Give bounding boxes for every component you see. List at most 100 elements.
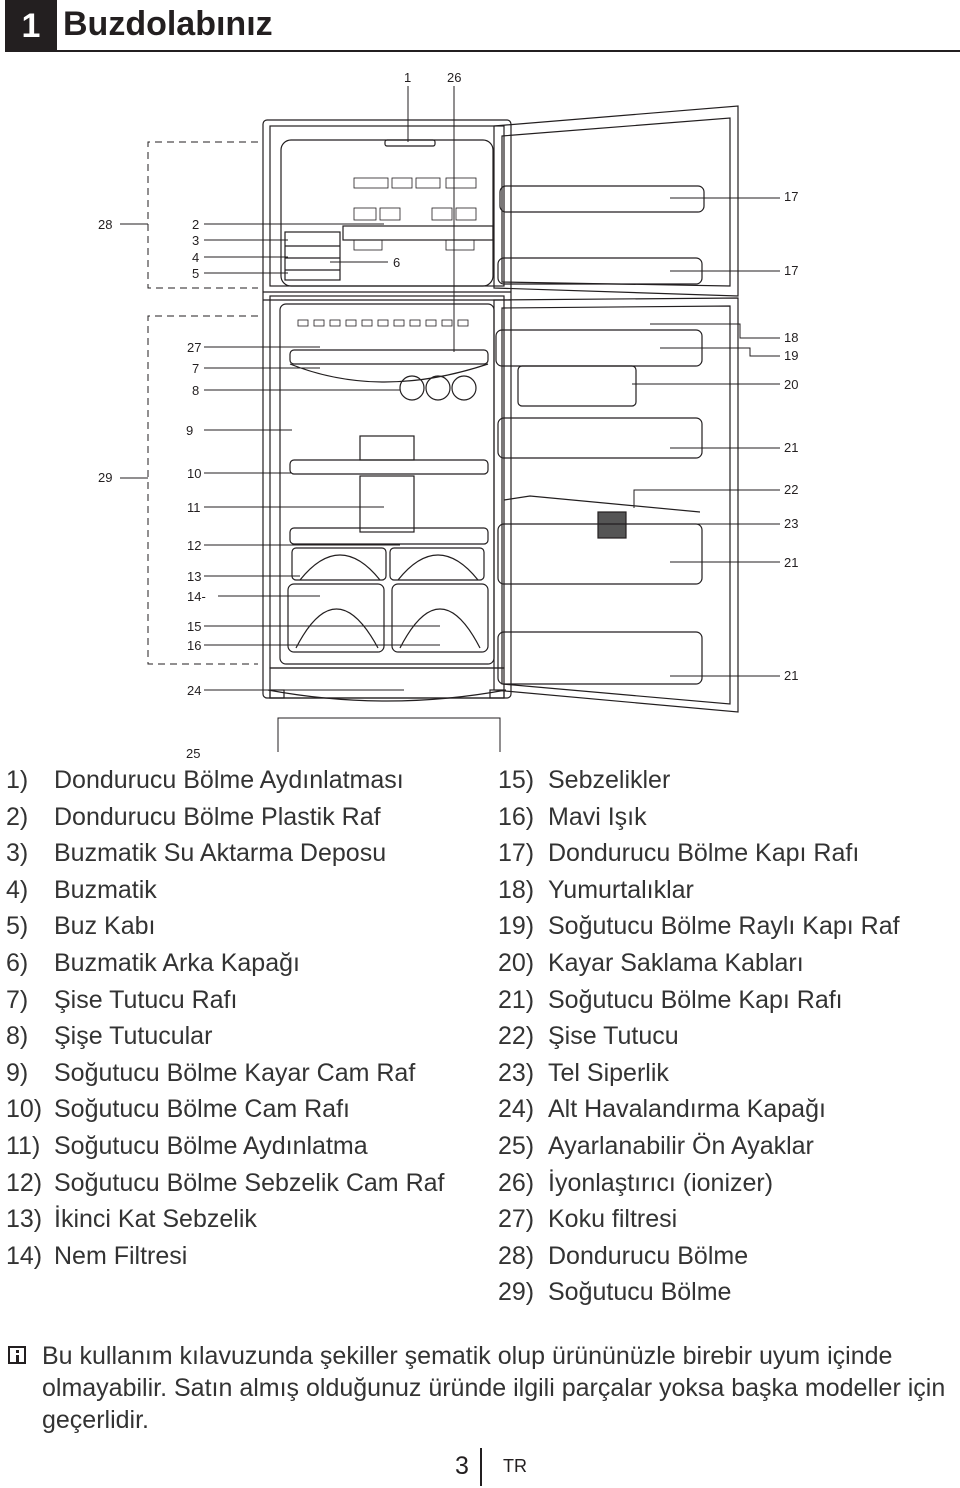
legend-text: Şise Tutucu Rafı (54, 985, 238, 1014)
refrigerator-diagram: 1 26 28 2 3 4 5 6 17 17 27 7 8 9 29 10 1… (98, 70, 798, 760)
legend-number: 6) (6, 948, 29, 977)
note-text: Bu kullanım kılavuzunda şekiller şematik… (42, 1342, 946, 1434)
callout-13: 13 (187, 569, 201, 584)
legend-number: 17) (498, 839, 535, 868)
legend-item: 11)Soğutucu Bölme Aydınlatma (6, 1128, 476, 1165)
callout-9: 9 (186, 423, 193, 438)
callout-29: 29 (98, 470, 112, 485)
legend-item: 16) Mavi Işık (498, 799, 958, 836)
legend-item: 25) Ayarlanabilir Ön Ayaklar (498, 1128, 958, 1165)
legend-text: Sebzelikler (548, 766, 671, 794)
legend-item: 24)Alt Havalandırma Kapağı (498, 1091, 958, 1128)
freezer-light (384, 139, 436, 147)
legend-item: 29) Soğutucu Bölme (498, 1274, 958, 1311)
freezer-door (493, 105, 739, 297)
legend-number: 29) (498, 1278, 535, 1307)
glass-shelf (289, 459, 489, 475)
legend-text: Buzmatik Arka Kapağı (54, 948, 300, 977)
language-code: TR (503, 1456, 527, 1476)
callout-28: 28 (98, 217, 112, 232)
legend-text: Buzmatik Su Aktarma Deposu (54, 839, 387, 868)
callout-17-top: 17 (784, 189, 798, 204)
cabinet-outline (262, 119, 512, 699)
legend-item: 15) Sebzelikler (498, 762, 958, 799)
callout-27: 27 (187, 340, 201, 355)
chapter-number: 1 (5, 0, 57, 52)
legend-number: 22) (498, 1022, 535, 1051)
legend-number: 26) (498, 1168, 535, 1197)
callout-17-bottom: 17 (784, 263, 798, 278)
legend-number: 10) (6, 1095, 43, 1124)
legend-item: 13) İkinci Kat Sebzelik (6, 1201, 476, 1238)
legend-text: Tel Siperlik (548, 1058, 669, 1087)
legend-text: Şise Tutucu (548, 1022, 679, 1051)
callout-12: 12 (187, 538, 201, 553)
second-crisper (291, 547, 387, 581)
callout-3: 3 (192, 233, 199, 248)
legend-number: 12) (6, 1168, 43, 1197)
legend-text: Buzmatik (54, 875, 157, 904)
legend-text: Soğutucu Bölme Cam Rafı (54, 1095, 350, 1124)
legend-number: 14) (6, 1241, 43, 1270)
legend-number: 9) (6, 1058, 29, 1087)
legend-number: 20) (498, 948, 535, 977)
legend-item: 8)Şişe Tutucular (6, 1018, 476, 1055)
legend-number: 2) (6, 802, 29, 831)
legend-text: Buz Kabı (54, 912, 156, 941)
legend-text: Soğutucu Bölme Sebzelik Cam Raf (54, 1168, 445, 1197)
legend-item: 21)Soğutucu Bölme Kapı Rafı (498, 982, 958, 1019)
legend-number: 11) (6, 1131, 41, 1160)
legend-item: 4) Buzmatik (6, 872, 476, 909)
callout-15: 15 (187, 619, 201, 634)
legend-number: 25) (498, 1131, 535, 1160)
callout-22: 22 (784, 482, 798, 497)
legend-item: 9) Soğutucu Bölme Kayar Cam Raf (6, 1055, 476, 1092)
legend-item: 20)Kayar Saklama Kabları (498, 945, 958, 982)
legend-text: İkinci Kat Sebzelik (54, 1205, 257, 1234)
legend-number: 4) (6, 875, 29, 904)
callout-11: 11 (187, 500, 201, 515)
legend-number: 16) (498, 802, 535, 831)
legend-text: Yumurtalıklar (548, 875, 694, 904)
legend-text: Ayarlanabilir Ön Ayaklar (548, 1131, 814, 1160)
legend-text: Nem Filtresi (54, 1241, 188, 1270)
callout-25: 25 (186, 746, 200, 760)
legend-item: 28)Dondurucu Bölme (498, 1238, 958, 1275)
callout-1: 1 (404, 70, 411, 85)
callout-8: 8 (192, 383, 199, 398)
legend-text: Soğutucu Bölme Kayar Cam Raf (54, 1058, 416, 1087)
callout-21-a: 21 (784, 440, 798, 455)
legend-number: 7) (6, 985, 29, 1014)
callout-21-b: 21 (784, 555, 798, 570)
callout-5: 5 (192, 266, 199, 281)
legend-number: 19) (498, 912, 535, 941)
callout-4: 4 (192, 250, 199, 265)
legend-item: 1)Dondurucu Bölme Aydınlatması (6, 762, 476, 799)
callout-19: 19 (784, 348, 798, 363)
legend-item: 22) Şise Tutucu (498, 1018, 958, 1055)
legend-item: 17) Dondurucu Bölme Kapı Rafı (498, 835, 958, 872)
legend-text: Dondurucu Bölme Kapı Rafı (548, 839, 860, 868)
legend-item: 26)İyonlaştırıcı (ionizer) (498, 1165, 958, 1202)
callout-16: 16 (187, 638, 201, 653)
legend-item: 7) Şise Tutucu Rafı (6, 982, 476, 1019)
legend-text: Şişe Tutucular (54, 1022, 213, 1051)
legend-text: Koku filtresi (548, 1205, 678, 1234)
legend-number: 21) (498, 985, 535, 1014)
legend-item: 12) Soğutucu Bölme Sebzelik Cam Raf (6, 1165, 476, 1202)
legend-text: Mavi Işık (548, 802, 647, 831)
legend-number: 24) (498, 1095, 535, 1124)
bottle-holder (597, 511, 627, 539)
legend-item: 18)Yumurtalıklar (498, 872, 958, 909)
page-footer: 3 TR (0, 1446, 960, 1488)
callout-20: 20 (784, 377, 798, 392)
legend-number: 13) (6, 1205, 43, 1234)
callout-6: 6 (393, 255, 400, 270)
legend-text: Soğutucu Bölme (548, 1278, 732, 1307)
legend-number: 1) (6, 766, 29, 794)
callout-18: 18 (784, 330, 798, 345)
legend-text: Dondurucu Bölme (548, 1241, 749, 1270)
legend-number: 15) (498, 766, 535, 794)
legend-text: Soğutucu Bölme Raylı Kapı Raf (548, 912, 900, 941)
